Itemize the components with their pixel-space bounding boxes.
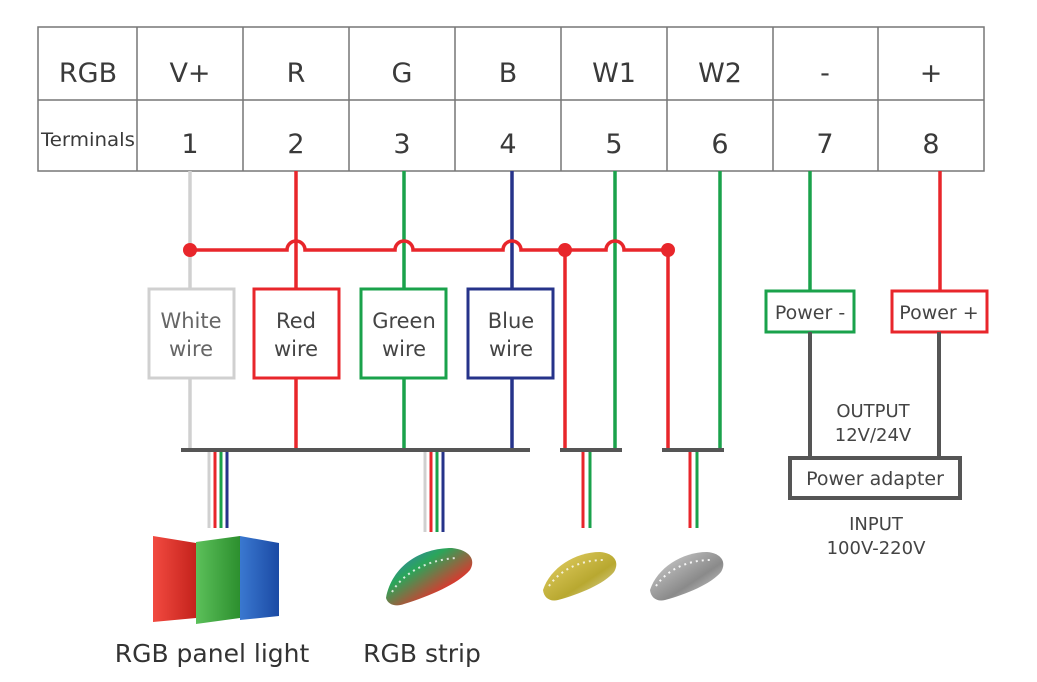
output-label-2: 12V/24V — [835, 425, 912, 446]
rgb-panel-light-label: RGB panel light — [115, 639, 310, 668]
power-adapter-label: Power adapter — [806, 468, 944, 490]
header-g: G — [392, 58, 413, 89]
white-wire-label-2: wire — [169, 337, 213, 361]
rgb-strip-label: RGB strip — [363, 639, 481, 668]
white-strip-image — [650, 552, 724, 601]
terminal-1: 1 — [181, 129, 198, 160]
w2-cable — [688, 452, 699, 528]
red-wire-label-2: wire — [274, 337, 318, 361]
header-minus: - — [820, 58, 830, 89]
yellow-strip-image — [543, 552, 617, 601]
w1-cable — [581, 452, 592, 528]
terminals-label: Terminals — [40, 129, 135, 151]
header-vplus: V+ — [169, 58, 210, 89]
header-rgb: RGB — [59, 58, 117, 89]
blue-wire-label-2: wire — [489, 337, 533, 361]
power-adapter: Power adapter — [788, 456, 962, 500]
rgb-panel-light-image — [153, 536, 279, 624]
header-w2: W2 — [698, 58, 742, 89]
red-wire-label-1: Red — [276, 309, 316, 333]
rgb-strip-image — [386, 548, 473, 606]
output-label-1: OUTPUT — [836, 401, 910, 422]
terminal-6: 6 — [711, 129, 728, 160]
input-label-1: INPUT — [849, 514, 904, 535]
blue-wire-label-1: Blue — [488, 309, 534, 333]
white-wire-label-1: White — [160, 309, 221, 333]
blue-wire-box: Blue wire — [466, 287, 555, 380]
green-wire-label-1: Green — [372, 309, 436, 333]
panel-cable — [207, 452, 229, 528]
power-minus-label: Power - — [775, 302, 845, 324]
header-plus: + — [920, 58, 943, 89]
adapter-leads — [808, 332, 941, 458]
terminal-3: 3 — [393, 129, 410, 160]
header-b: B — [499, 58, 518, 89]
header-r: R — [287, 58, 306, 89]
white-wire-box: White wire — [147, 287, 236, 380]
power-plus-label: Power + — [899, 302, 978, 324]
green-wire-box: Green wire — [359, 287, 448, 380]
strip-cable — [423, 452, 445, 532]
input-label-2: 100V-220V — [827, 538, 926, 559]
common-positive-bus — [190, 239, 670, 450]
terminal-7: 7 — [816, 129, 833, 160]
red-wire-box: Red wire — [252, 287, 341, 380]
terminal-4: 4 — [499, 129, 516, 160]
power-plus-box: Power + — [890, 289, 989, 334]
power-minus-box: Power - — [764, 289, 856, 334]
green-wire-label-2: wire — [382, 337, 426, 361]
terminal-8: 8 — [922, 129, 939, 160]
terminal-5: 5 — [605, 129, 622, 160]
terminal-2: 2 — [287, 129, 304, 160]
bus-junction-dots — [183, 243, 675, 257]
terminal-table: RGB V+ R G B W1 W2 - + Terminals 1 2 3 4… — [37, 26, 985, 172]
header-w1: W1 — [592, 58, 636, 89]
